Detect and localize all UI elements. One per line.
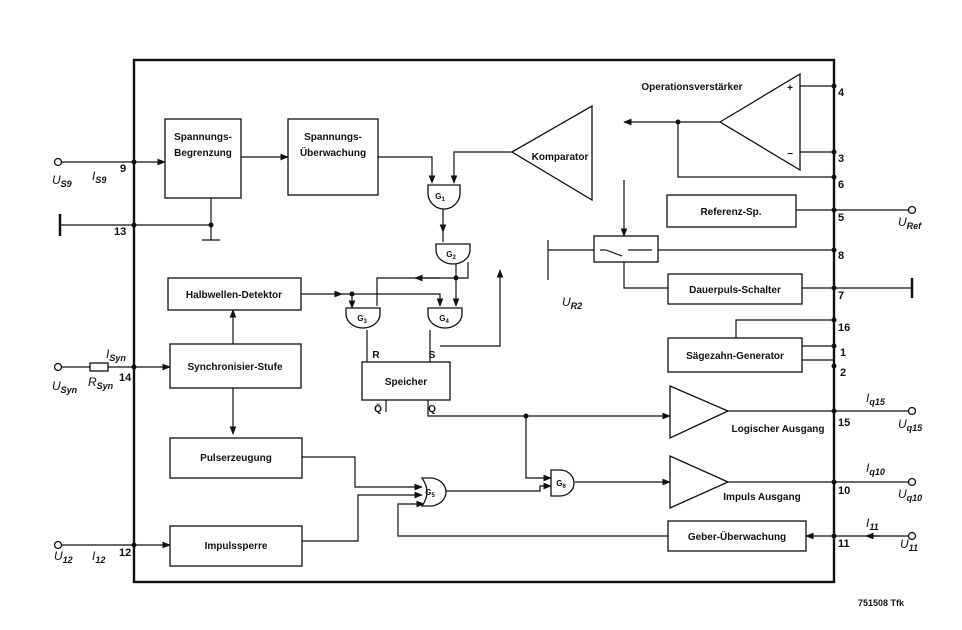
label-iq10: Iq10 <box>866 461 885 477</box>
pin-7: 7 <box>838 290 844 302</box>
label-i11: I11 <box>866 516 879 532</box>
label-is9: IS9 <box>92 169 106 185</box>
dauerpuls-label: Dauerpuls-Schalter <box>689 285 781 296</box>
g5-label: G5 <box>425 488 435 499</box>
label-u11: U11 <box>900 537 918 553</box>
spannungsueberwachung-block: Spannungs- Überwachung <box>287 118 379 196</box>
speicher-q-label: Q <box>428 404 436 415</box>
opamp-plus: + <box>787 83 793 94</box>
halbwellen-detektor-label: Halbwellen-Detektor <box>186 290 282 301</box>
g4-label: G4 <box>439 314 449 325</box>
g6-label: G6 <box>556 479 566 490</box>
signal-labels: US9 IS9 ISyn USyn RSyn U12 I12 URef UR2 … <box>52 169 923 565</box>
spannungsueberwachung-line1: Spannungs- <box>304 132 362 143</box>
referenz-block: Referenz-Sp. <box>666 194 797 228</box>
dauerpuls-schalter-block: Dauerpuls-Schalter <box>667 273 803 305</box>
opamp-minus: − <box>787 149 793 160</box>
pin-16: 16 <box>838 322 850 334</box>
logischer-ausgang-buffer: Logischer Ausgang <box>669 385 825 440</box>
switch-block <box>593 235 659 263</box>
g2-label: G2 <box>446 250 456 261</box>
pin-12: 12 <box>119 547 131 559</box>
speicher-label: Speicher <box>385 377 427 388</box>
label-i12: I12 <box>92 549 105 565</box>
label-usyn: USyn <box>52 379 78 395</box>
g3-label: G3 <box>357 314 367 325</box>
komparator-label: Komparator <box>532 152 589 163</box>
label-iq15: Iq15 <box>866 391 886 407</box>
pin-15: 15 <box>838 417 850 429</box>
pin-11: 11 <box>838 538 850 550</box>
label-ur2: UR2 <box>562 295 582 311</box>
gate-g2: G2 <box>435 243 471 265</box>
komparator: Komparator <box>510 104 593 202</box>
pin-4: 4 <box>838 87 845 99</box>
pin-3: 3 <box>838 153 844 165</box>
label-u12: U12 <box>54 549 73 565</box>
pin-14: 14 <box>119 372 132 384</box>
pin-5: 5 <box>838 212 844 224</box>
pin-10: 10 <box>838 485 850 497</box>
synchronisier-stufe-block: Synchronisier-Stufe <box>169 343 302 389</box>
impulssperre-block: Impulssperre <box>169 525 303 567</box>
impuls-ausgang-buffer: Impuls Ausgang <box>669 454 801 510</box>
spannungsbegrenzung-block: Spannungs- Begrenzung <box>164 118 242 199</box>
pin-numbers: 9 13 14 12 4 3 6 5 8 7 16 1 2 15 10 11 <box>114 87 850 559</box>
logisch-label: Logischer Ausgang <box>732 424 825 435</box>
opamp-label: Operationsverstärker <box>641 82 742 93</box>
label-isyn: ISyn <box>106 347 126 363</box>
referenz-label: Referenz-Sp. <box>700 207 761 218</box>
spannungsbegrenzung-line1: Spannungs- <box>174 132 232 143</box>
label-rsyn: RSyn <box>88 375 114 391</box>
impulssperre-label: Impulssperre <box>205 541 268 552</box>
pin-8: 8 <box>838 250 844 262</box>
speicher-r-label: R <box>372 350 380 361</box>
speicher-block: Speicher R S Q̄ Q <box>361 350 451 415</box>
pulserzeugung-block: Pulserzeugung <box>169 437 303 479</box>
saegezahn-label: Sägezahn-Generator <box>686 351 784 362</box>
spannungsueberwachung-line2: Überwachung <box>300 146 366 159</box>
pin-6: 6 <box>838 179 844 191</box>
geber-ueberwachung-block: Geber-Überwachung <box>667 520 807 552</box>
label-uq10: Uq10 <box>898 487 922 503</box>
operationsverstaerker: Operationsverstärker + − <box>641 72 801 172</box>
pin-2: 2 <box>840 367 846 379</box>
saegezahn-generator-block: Sägezahn-Generator <box>667 337 803 373</box>
speicher-qbar-label: Q̄ <box>374 403 382 415</box>
speicher-s-label: S <box>429 350 436 361</box>
pulserzeugung-label: Pulserzeugung <box>200 453 272 464</box>
synchronisier-stufe-label: Synchronisier-Stufe <box>187 362 282 373</box>
label-uref: URef <box>898 215 922 231</box>
pin-13: 13 <box>114 226 126 238</box>
gate-g3: G3 <box>345 307 381 329</box>
wires <box>58 85 914 549</box>
geber-label: Geber-Überwachung <box>688 530 786 543</box>
label-uq15: Uq15 <box>898 417 923 433</box>
label-us9: US9 <box>52 173 72 189</box>
gate-g4: G4 <box>427 307 463 329</box>
halbwellen-detektor-block: Halbwellen-Detektor <box>167 277 302 311</box>
pin-1: 1 <box>840 347 846 359</box>
impuls-label: Impuls Ausgang <box>723 492 800 503</box>
pin-9: 9 <box>120 163 126 175</box>
g1-label: G1 <box>435 192 445 203</box>
terminals <box>53 83 917 550</box>
spannungsbegrenzung-line2: Begrenzung <box>174 148 232 159</box>
gate-g5: G5 <box>420 477 447 507</box>
gate-g1: G1 <box>427 184 461 210</box>
gate-g6: G6 <box>550 469 575 497</box>
figure-id: 751508 Tfk <box>858 598 905 608</box>
